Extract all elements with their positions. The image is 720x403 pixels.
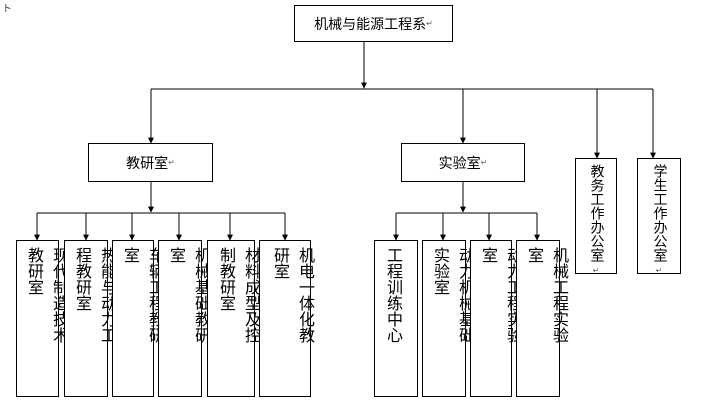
teaching-child-text-2: 教研室 [25,247,44,295]
teaching-child: 车辆工程教研 室 [112,240,165,397]
branch-lab-label: 实验室 [438,155,481,172]
teaching-child-text-2: 研室 [271,247,290,279]
lab-child-text-2: 室 [525,247,544,263]
paragraph-mark: ↵ [480,158,488,167]
paragraph-mark: ↵ [168,158,175,167]
branch-teaching-label: 教研室 [126,155,169,172]
lab-child-text-1: 机械工程实验 [550,247,569,343]
paragraph-corner-mark: ト [2,4,12,15]
branch-lab: 实验室↵ [401,143,525,182]
teaching-child-text-1: 材料成型及控 [242,247,261,343]
lab-child: 机械工程实验 室 [516,240,569,397]
teaching-child-text-2: 制教研室 [217,247,236,311]
teaching-child: 机械基础教研 室 [158,240,211,397]
teaching-child-text-2: 室 [121,247,140,263]
paragraph-mark: ↵ [426,19,433,28]
teaching-child: 材料成型及控 制教研室 [207,240,261,397]
branch-teaching: 教研室↵ [88,143,213,182]
branch-academic-office-label: 教务工作办公室 [588,164,605,262]
teaching-child-text-1: 机电一体化教 [296,247,315,343]
lab-child: 工程训练中心 [374,240,418,397]
lab-child: 动力工程实验 室 [470,240,523,397]
root-node: 机械与能源工程系↵ [294,5,453,42]
lab-child-text-2: 实验室 [431,247,450,295]
paragraph-mark: ↵ [655,266,663,275]
lab-child-text-1: 工程训练中心 [384,247,403,343]
teaching-child: 热能与动力工 程教研室 [64,240,117,397]
teaching-child: 现代制造技术 教研室 [16,240,69,397]
teaching-child: 机电一体化教 研室 [259,240,315,397]
teaching-child-text-2: 室 [167,247,186,263]
paragraph-mark: ↵ [592,266,600,275]
lab-child-text-2: 室 [479,247,498,263]
branch-academic-office: 教务工作办公室 ↵ [575,158,617,275]
branch-student-office: 学生工作办公室 ↵ [637,158,681,275]
lab-child: 动力机械基础 实验室 [422,240,475,397]
root-label: 机械与能源工程系 [314,16,427,33]
teaching-child-text-1: 机械基础教研 [192,247,211,343]
branch-student-office-label: 学生工作办公室 [651,164,668,262]
teaching-child-text-2: 程教研室 [73,247,92,311]
